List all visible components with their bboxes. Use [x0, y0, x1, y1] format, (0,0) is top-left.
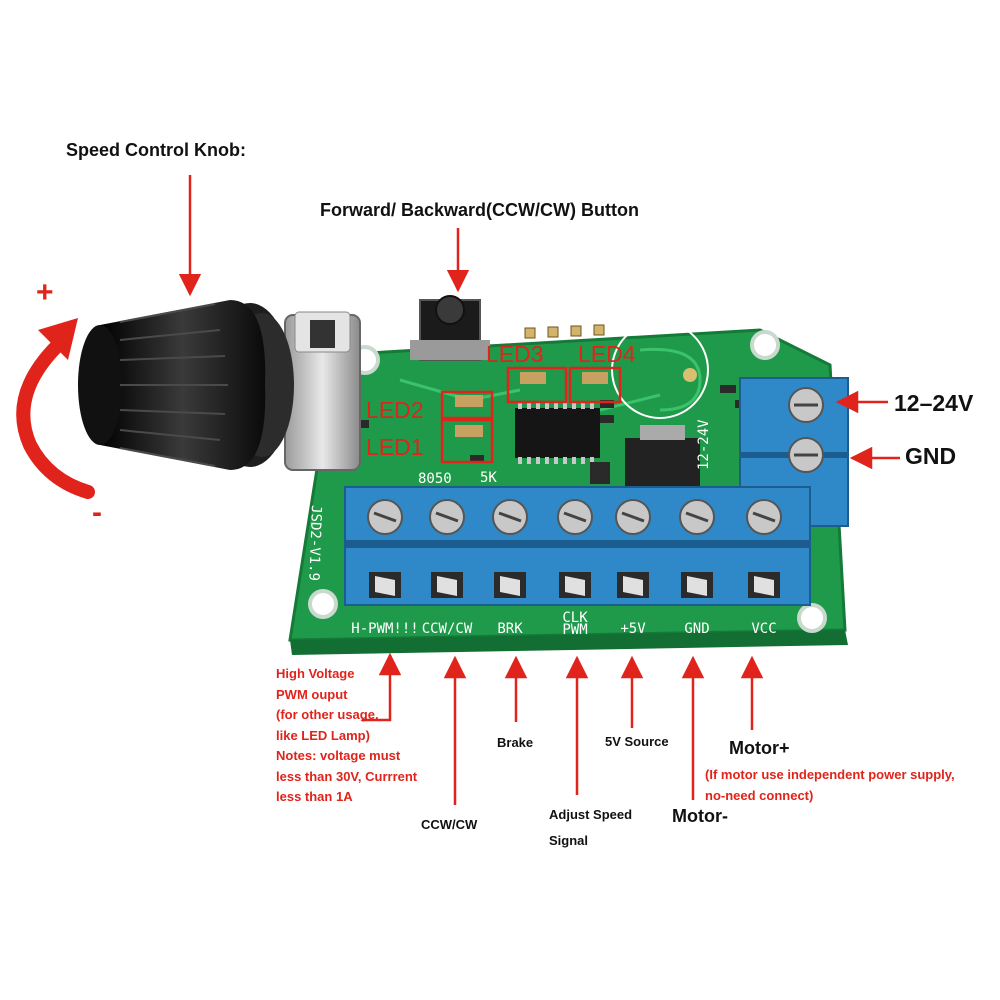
terminal-silk-label: BRK: [497, 621, 523, 637]
terminal-screw-slot: [621, 511, 645, 523]
board-model-silk: JSD2-V1.9: [305, 505, 324, 581]
plus-sign: +: [36, 276, 54, 309]
brake-label: Brake: [497, 735, 534, 750]
terminal-silk-label: VCC: [751, 621, 776, 637]
arrow-hpwm: [362, 652, 402, 722]
terminal-silk-label: CCW/CW: [422, 621, 473, 637]
terminal-silk-label: +5V: [620, 621, 646, 637]
terminal-screw-slot: [685, 511, 709, 523]
hpwm-note-line: High Voltage: [276, 666, 355, 681]
terminal-clamp: [754, 576, 774, 596]
terminal-silk-labels: H-PWM!!!CCW/CW BRK CLK +5V GND VCC PWM: [351, 610, 776, 638]
led1-label: LED1: [366, 434, 424, 460]
part-8050-silk: 8050: [418, 471, 452, 487]
terminal-clamp: [500, 576, 520, 596]
part-5k-silk: 5K: [480, 470, 497, 486]
terminal-screw-slot: [498, 511, 522, 523]
terminal-silk-label: GND: [684, 621, 709, 637]
terminal-silk-label: CLK: [562, 610, 588, 626]
terminal-screw-slot: [563, 511, 587, 523]
supply-voltage-label: 12–24V: [894, 390, 974, 416]
hpwm-note-line: PWM ouput: [276, 686, 348, 702]
direction-push-button: [410, 295, 490, 361]
hpwm-note-line: like LED Lamp): [276, 727, 370, 743]
led4-box: [568, 366, 622, 404]
minus-sign: -: [92, 496, 102, 529]
ccw-cw-label: CCW/CW: [421, 817, 478, 832]
direction-button-label: Forward/ Backward(CCW/CW) Button: [320, 200, 639, 220]
terminal-silk-label-sub: PWM: [562, 622, 587, 638]
led1-box: [440, 418, 494, 464]
gnd-label: GND: [905, 443, 957, 469]
terminal-clamp: [375, 576, 395, 596]
signal-terminal-block: [344, 486, 811, 606]
motor-plus-note-1: (If motor use independent power supply,: [705, 767, 955, 782]
adjust-speed-label-1: Adjust Speed: [549, 807, 633, 822]
led2-label: LED2: [366, 397, 424, 423]
speed-knob-label: Speed Control Knob:: [66, 140, 246, 160]
terminal-clamp: [623, 576, 643, 596]
supply-mark-silk: 12-24V: [696, 419, 712, 470]
terminal-silk-label: H-PWM!!!: [351, 621, 418, 637]
terminal-clamp: [687, 576, 707, 596]
hpwm-note-line: less than 30V, Currrent: [276, 768, 418, 784]
led2-box: [440, 390, 494, 420]
terminal-screw-slot: [752, 511, 776, 523]
speed-potentiometer: [78, 300, 361, 471]
rotation-arrow: [16, 318, 95, 499]
adjust-speed-label-2: Signal: [549, 833, 589, 848]
hpwm-note-line: less than 1A: [276, 789, 353, 804]
pointer-arrows: [178, 175, 900, 805]
led3-box: [506, 366, 568, 404]
terminal-clamp: [437, 576, 457, 596]
hpwm-note-line: Notes: voltage must: [276, 748, 401, 763]
motor-minus-label: Motor-: [672, 806, 728, 826]
led-markers: [440, 366, 622, 464]
five-v-source-label: 5V Source: [605, 734, 669, 749]
motor-plus-label: Motor+: [729, 738, 790, 758]
led3-label: LED3: [486, 341, 544, 367]
terminal-screw-slot: [435, 511, 459, 523]
terminal-screw-slot: [373, 511, 397, 523]
terminal-clamp: [565, 576, 585, 596]
led4-label: LED4: [578, 341, 636, 367]
hpwm-note-line: (for other usage,: [276, 707, 379, 722]
hpwm-note: High Voltage PWM ouput (for other usage,…: [276, 664, 417, 808]
motor-plus-note-2: no-need connect): [705, 788, 814, 803]
